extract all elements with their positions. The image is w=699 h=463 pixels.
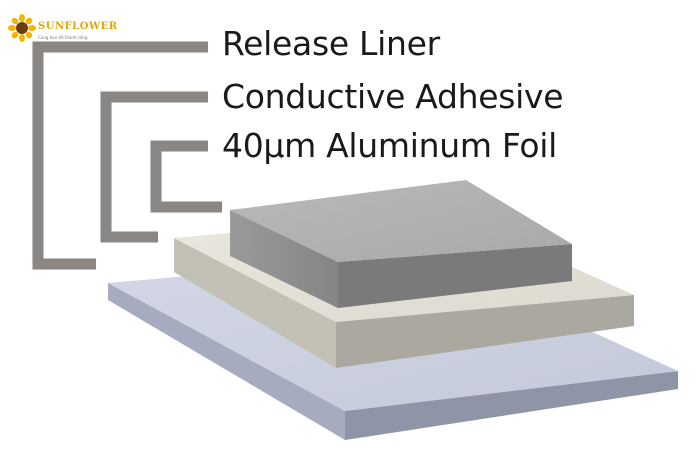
aluminum-foil-layer (230, 180, 572, 308)
release-liner-front (108, 283, 345, 440)
logo-tagline: Cùng bạn tới thành công (38, 35, 88, 40)
conductive-adhesive-label: Conductive Adhesive (222, 77, 564, 116)
aluminum-foil-top (230, 180, 572, 262)
conductive-adhesive-front (174, 238, 336, 368)
logo-name: SUNFLOWER (38, 21, 118, 32)
aluminum-foil-label: 40μm Aluminum Foil (222, 126, 557, 165)
conductive-adhesive-side (336, 295, 634, 368)
aluminum-foil-front (230, 210, 338, 308)
release-liner-connector (32, 41, 208, 270)
connector-lines (32, 41, 222, 270)
aluminum-foil-connector (150, 140, 222, 213)
release-liner-label: Release Liner (222, 24, 440, 63)
release-liner-side (345, 371, 678, 440)
sunflower-icon (8, 14, 36, 42)
aluminum-foil-side (338, 244, 572, 308)
conductive-adhesive-connector (100, 91, 208, 243)
sunflower-logo: SUNFLOWER Cùng bạn tới thành công (8, 8, 118, 48)
